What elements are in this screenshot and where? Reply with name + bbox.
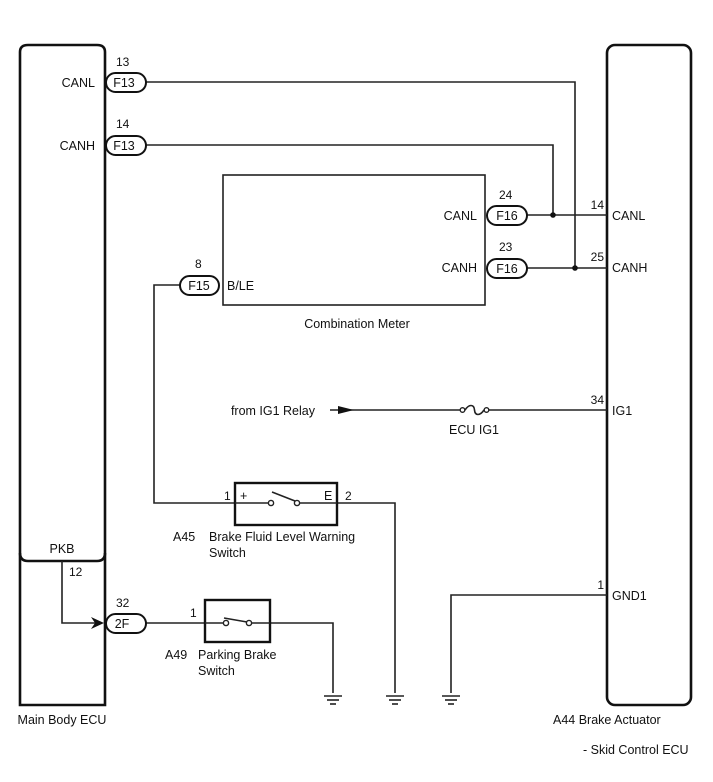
actuator-canl-label: CANL <box>612 209 645 223</box>
fuse-icon <box>459 404 490 416</box>
connector-plug-label: 2F <box>115 617 130 631</box>
ig1-feed: from IG1 Relay ECU IG1 <box>231 404 499 437</box>
meter-canl-label: CANL <box>444 209 477 223</box>
actuator-pin-ig1: 34 <box>591 393 605 407</box>
connector-pin-label: 24 <box>499 188 513 202</box>
wire-ble <box>153 284 235 504</box>
connector-pin-label: 23 <box>499 240 513 254</box>
ig1-source-label: from IG1 Relay <box>231 404 316 418</box>
wire-ecu-canh <box>146 144 554 215</box>
connector-ecu-pkb-in: 2F 32 <box>105 596 147 634</box>
actuator-gnd1-label: GND1 <box>612 589 647 603</box>
ecu-canh-label: CANH <box>60 139 95 153</box>
connector-meter-canl: F16 24 <box>486 188 528 226</box>
a45-plus-label: + <box>240 489 247 503</box>
connector-plug-label: F13 <box>113 76 135 90</box>
actuator-pin-canh: 25 <box>591 250 605 264</box>
a45-pin-1: 1 <box>224 489 231 503</box>
connector-pill <box>179 275 220 296</box>
a45-switch-box <box>233 481 339 527</box>
actuator-pin-canl: 14 <box>591 198 605 212</box>
combination-meter: CANL CANH B/LE Combination Meter <box>222 174 486 331</box>
a49-pin-1: 1 <box>190 606 197 620</box>
connector-meter-canh: F16 23 <box>486 240 528 279</box>
connector-pill <box>105 72 147 93</box>
wire-a45-ground <box>337 502 396 693</box>
a45-name-line1: Brake Fluid Level Warning <box>209 530 355 544</box>
connector-pin-label: 32 <box>116 596 130 610</box>
a45-name-line2: Switch <box>209 546 246 560</box>
switch-contact-icon <box>222 617 253 627</box>
a49-code: A49 <box>165 648 187 662</box>
connector-pin-label: 13 <box>116 55 130 69</box>
ecu-pkb-pin-label: 12 <box>69 565 83 579</box>
a45-e-label: E <box>324 489 332 503</box>
ground-icon <box>324 695 342 705</box>
connector-plug-label: F16 <box>496 209 518 223</box>
connectors: F13 13 F13 14 F16 24 F16 23 F15 8 2F 32 <box>69 55 528 634</box>
connector-plug-label: F15 <box>188 279 210 293</box>
combination-meter-outline <box>222 174 486 306</box>
wires <box>61 81 607 693</box>
main-body-ecu-title: Main Body ECU <box>18 713 107 727</box>
actuator-pin-gnd1: 1 <box>597 578 604 592</box>
connector-plug-label: F16 <box>496 262 518 276</box>
connector-ecu-canh: F13 14 <box>105 117 147 156</box>
connector-ecu-canl: F13 13 <box>105 55 147 93</box>
wire-pkb-out <box>61 561 96 624</box>
connector-pill <box>105 613 147 634</box>
a45-code: A45 <box>173 530 195 544</box>
switch-contact-icon <box>267 491 301 507</box>
connector-pill <box>486 258 528 279</box>
fuse-label: ECU IG1 <box>449 423 499 437</box>
meter-canh-label: CANH <box>442 261 477 275</box>
connector-pill <box>486 205 528 226</box>
actuator-canh-label: CANH <box>612 261 647 275</box>
wire-gnd1 <box>450 594 607 693</box>
actuator-ig1-label: IG1 <box>612 404 632 418</box>
connector-pin-label: 14 <box>116 117 130 131</box>
ground-icon <box>386 695 404 705</box>
parking-brake-switch: 1 A49 Parking Brake Switch <box>165 598 277 678</box>
ecu-pkb-label: PKB <box>49 542 74 556</box>
combination-meter-title: Combination Meter <box>304 317 410 331</box>
arrow-right-icon <box>338 406 354 414</box>
connector-plug-label: F13 <box>113 139 135 153</box>
brake-actuator-title: A44 Brake Actuator <box>553 713 661 727</box>
junction-dot-canh <box>572 265 578 271</box>
brake-actuator-subtitle: - Skid Control ECU <box>583 743 689 757</box>
brake-fluid-level-switch: + E 1 2 A45 Brake Fluid Level Warning Sw… <box>173 481 355 560</box>
meter-ble-label: B/LE <box>227 279 254 293</box>
connector-pill <box>105 135 147 156</box>
ground-icon <box>442 695 460 705</box>
a49-name-line2: Switch <box>198 664 235 678</box>
chevron-arrow-icon <box>91 617 104 629</box>
a45-pin-2: 2 <box>345 489 352 503</box>
junction-dot-canl <box>550 212 556 218</box>
brake-actuator-outline <box>605 43 693 707</box>
wire-a49-ground <box>270 622 334 693</box>
main-body-ecu: CANL CANH PKB Main Body ECU <box>18 43 107 727</box>
wire-ecu-canl <box>146 81 576 268</box>
ecu-canl-label: CANL <box>62 76 95 90</box>
main-body-ecu-outline <box>18 43 107 707</box>
connector-pin-label: 8 <box>195 257 202 271</box>
a49-name-line1: Parking Brake <box>198 648 277 662</box>
brake-actuator: CANL CANH IG1 GND1 14 25 34 1 A44 Brake … <box>553 43 693 757</box>
connector-meter-ble: F15 8 <box>179 257 220 296</box>
